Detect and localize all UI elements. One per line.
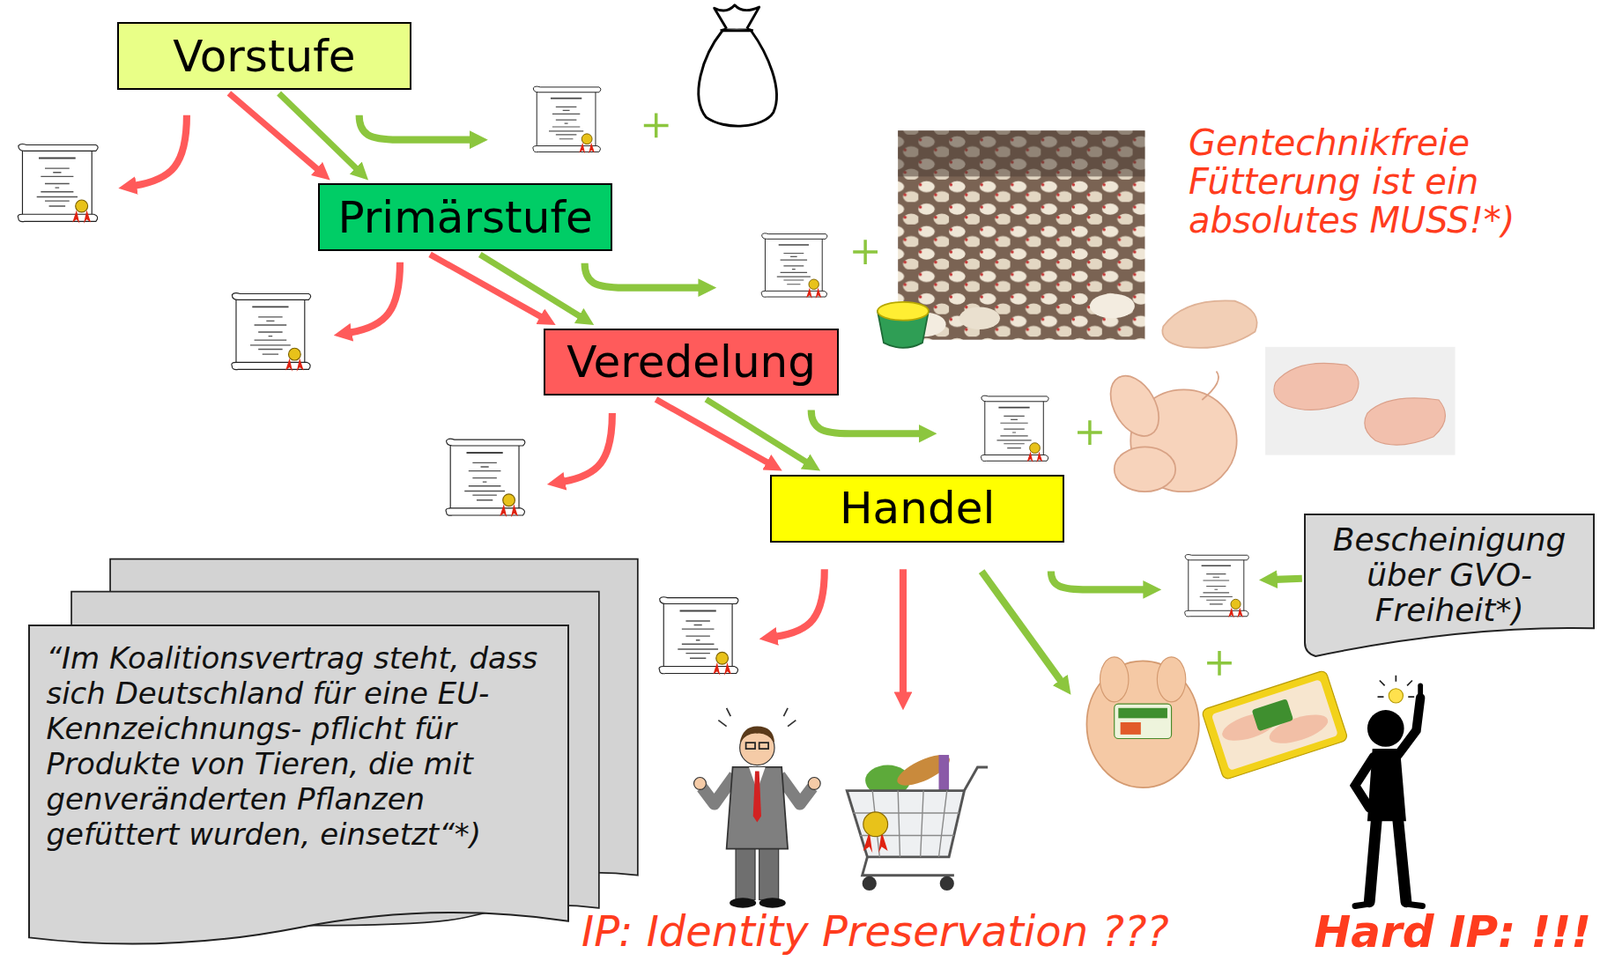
stage-box: Primärstufe: [318, 183, 613, 251]
red-flow-arrows: [134, 115, 904, 695]
quote-sheet-shape: [29, 625, 569, 945]
chicken-fillets: [1265, 347, 1455, 456]
feed-sack: [698, 5, 778, 126]
whole-chicken: [1100, 367, 1237, 492]
shopping-cart: [846, 748, 988, 891]
node-text: Primärstufe: [337, 192, 593, 244]
node-text: Vorstufe: [172, 30, 356, 82]
node-text: Bescheinigung über GVO-Freiheit*): [1321, 522, 1578, 630]
feed-bowl: [877, 302, 929, 349]
packaged-breasts: [1200, 669, 1349, 780]
flow-arrow: [279, 93, 358, 170]
flow-arrow: [480, 254, 581, 318]
stage-box: Veredelung: [543, 328, 839, 396]
flow-arrow: [229, 93, 319, 171]
requirement-note: Gentechnikfreie Fütterung ist ein absolu…: [1188, 123, 1586, 240]
quote-sheet: “Im Koalitionsvertrag steht, dass sich D…: [28, 624, 570, 955]
certificate-note-shape: [1304, 514, 1594, 657]
certificate-icons: [17, 86, 1249, 676]
node-text: Veredelung: [566, 336, 816, 388]
chicken-barn-photo: [897, 130, 1145, 340]
certificate-note: Bescheinigung über GVO-Freiheit*): [1303, 513, 1595, 658]
node-text: Handel: [839, 482, 995, 534]
stage-box: Handel: [770, 474, 1065, 544]
idea-figure: [1355, 675, 1423, 907]
stage-box: Vorstufe: [117, 22, 412, 89]
flow-arrow: [705, 399, 807, 463]
hard-ip-caption: Hard IP: !!!: [1313, 908, 1592, 957]
packaged-chicken: [1086, 657, 1199, 788]
chicken-fillet: [1162, 300, 1257, 349]
shrugging-man: [694, 708, 822, 909]
node-text: “Im Koalitionsvertrag steht, dass sich D…: [45, 640, 549, 853]
ip-caption: IP: Identity Preservation ???: [581, 908, 1170, 956]
